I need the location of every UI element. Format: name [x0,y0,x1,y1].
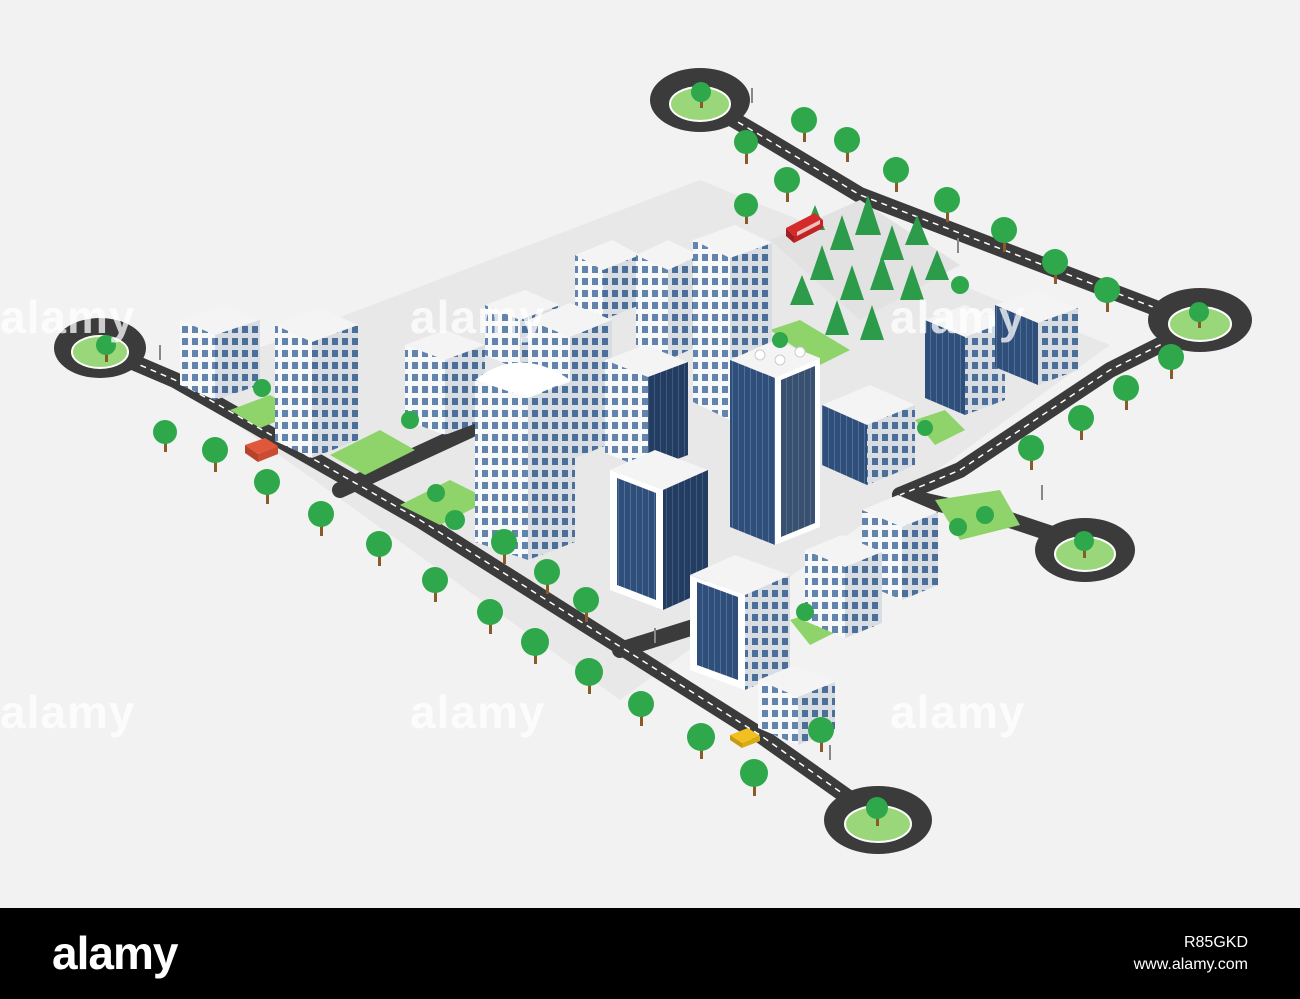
stock-footer-bar: alamy R85GKD www.alamy.com [0,908,1300,999]
buildings [180,225,1078,745]
building-left-2 [275,308,358,458]
building-arched [475,362,575,560]
city-map-svg [54,68,1252,854]
isometric-city-illustration: alamy alamy alamy alamy alamy alamy [54,68,1252,854]
brand-logo: alamy [52,927,178,979]
traffic-lights [159,88,1043,760]
glass-tower-center [730,340,820,545]
building-right-glass [822,385,915,485]
red-bus [786,213,823,243]
yellow-car [730,728,760,748]
building-right-1 [925,305,1005,415]
street-trees [96,82,1209,826]
building-right-4 [805,535,882,638]
red-truck [245,438,278,462]
building-front-1 [690,555,790,690]
building-back-2 [636,240,700,360]
building-left-1 [180,305,260,400]
image-id-block: R85GKD www.alamy.com [1134,932,1248,976]
building-back-1 [575,240,640,320]
image-id: R85GKD [1183,934,1248,951]
building-right-2 [995,290,1078,385]
vehicles [245,213,823,748]
building-mid-3 [605,345,688,470]
site-url: www.alamy.com [1133,956,1248,973]
